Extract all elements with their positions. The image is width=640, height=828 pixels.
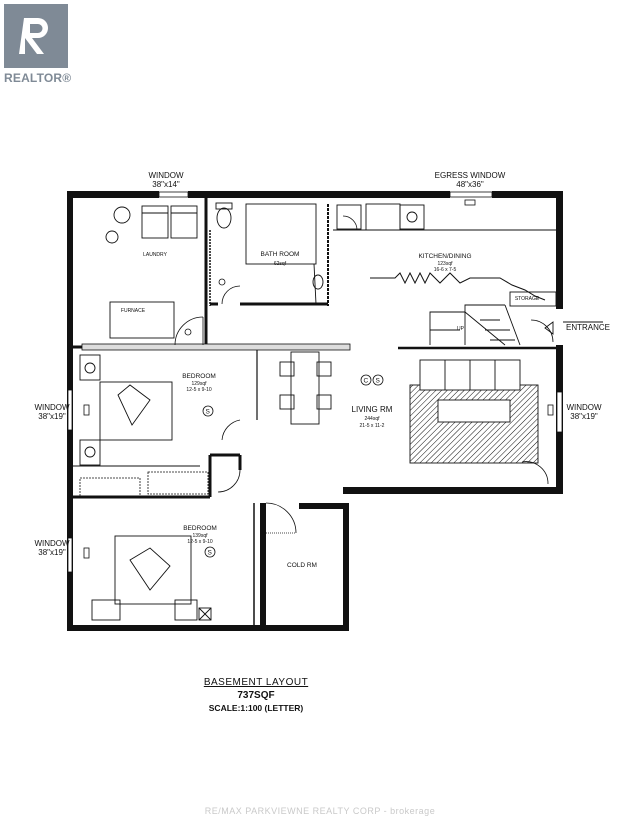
window-glazing xyxy=(67,191,563,573)
watermark: RE/MAX PARKVIEWNE REALTY CORP - brokerag… xyxy=(204,806,436,816)
smoke-detector-icon-b2: S xyxy=(208,550,213,557)
detector-icons xyxy=(184,278,384,558)
living-label: LIVING RM xyxy=(352,405,393,414)
bedroom2-furniture xyxy=(91,535,212,621)
entrance-label: ENTRANCE xyxy=(566,323,610,332)
bathroom-area: 62sqf xyxy=(274,261,287,267)
bedroom1-dims: 12-5 x 9-10 xyxy=(186,387,212,393)
window-top-right-size: 48"x36" xyxy=(456,180,484,189)
window-top-left-label: WINDOW xyxy=(148,171,184,180)
window-left-lower-size: 38"x19" xyxy=(38,548,66,557)
kitchen-area: 123sqf xyxy=(437,261,453,267)
living-dims: 21-5 x 11-2 xyxy=(360,423,385,429)
bedroom2-label: BEDROOM xyxy=(183,525,217,532)
layout-area: 737SQF xyxy=(237,690,275,701)
entrance-arrow-icon xyxy=(544,321,603,335)
layout-scale: SCALE:1:100 (LETTER) xyxy=(208,703,304,713)
furnace-label: FURNACE xyxy=(121,308,146,314)
bathroom-label: BATH ROOM xyxy=(261,251,300,258)
storage-label: STORAGE xyxy=(515,296,540,302)
bedroom2-area: 139sqf xyxy=(192,533,208,539)
window-glyphs xyxy=(83,199,554,559)
bedroom1-furniture xyxy=(79,354,173,466)
window-right-label: WINDOW xyxy=(566,403,602,412)
living-furniture xyxy=(409,359,539,464)
realtor-logo: REALTOR® xyxy=(4,4,72,92)
living-area: 244sqf xyxy=(364,416,380,422)
kitchen-fixtures xyxy=(333,203,557,307)
laundry-fixtures xyxy=(105,205,198,339)
kitchen-label: KITCHEN/DINING xyxy=(418,253,471,260)
window-top-right-label: EGRESS WINDOW xyxy=(435,171,506,180)
closets xyxy=(79,471,209,497)
bedroom2-dims: 12-5 x 9-10 xyxy=(187,539,213,545)
stairs xyxy=(429,304,521,346)
window-left-upper-size: 38"x19" xyxy=(38,412,66,421)
window-left-lower-label: WINDOW xyxy=(34,539,70,548)
bathroom-fixtures xyxy=(215,202,324,305)
window-left-upper-label: WINDOW xyxy=(34,403,70,412)
co-detector-icon: C xyxy=(364,378,369,385)
stairs-up-label: UP xyxy=(457,326,465,332)
realtor-r-icon xyxy=(19,18,48,54)
bedroom1-label: BEDROOM xyxy=(182,373,216,380)
bedroom1-area: 129sqf xyxy=(191,381,207,387)
cold-room-label: COLD RM xyxy=(287,562,317,569)
kitchen-dims: 16-6 x 7-5 xyxy=(434,267,457,273)
layout-title: BASEMENT LAYOUT xyxy=(203,677,309,688)
dining-set xyxy=(279,351,332,425)
window-top-left-size: 38"x14" xyxy=(152,180,180,189)
smoke-detector-icon-living: S xyxy=(376,378,381,385)
realtor-logo-text: REALTOR® xyxy=(4,71,72,85)
hall-counter xyxy=(81,343,351,351)
smoke-detector-icon-b1: S xyxy=(206,409,211,416)
laundry-label: LAUNDRY xyxy=(143,252,167,258)
realtor-logo-mark xyxy=(4,4,68,68)
window-right-size: 38"x19" xyxy=(570,412,598,421)
